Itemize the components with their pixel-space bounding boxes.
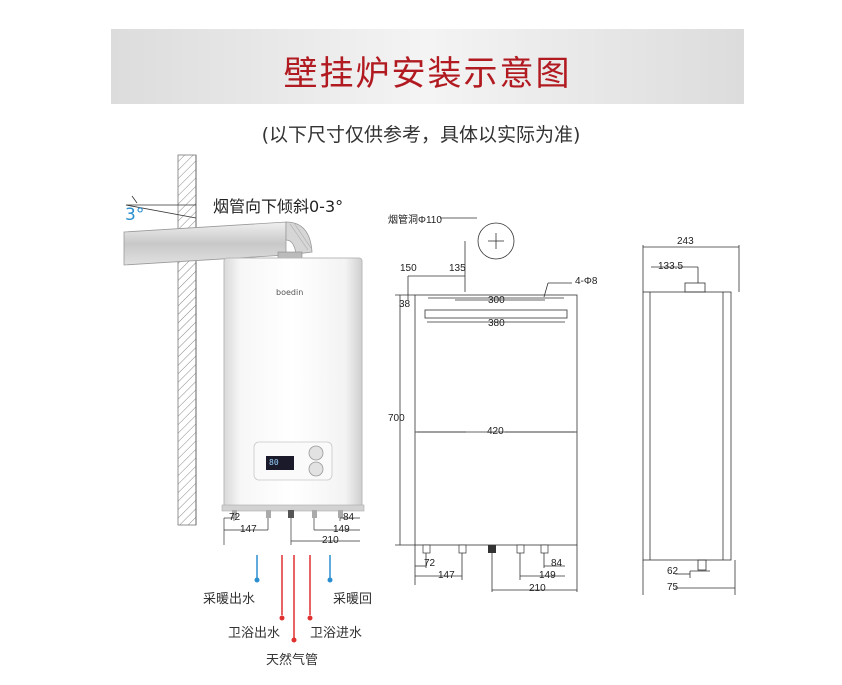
title-banner: 壁挂炉安装示意图	[111, 29, 744, 104]
dim-243: 243	[677, 236, 694, 247]
dim-149: 149	[333, 524, 350, 535]
flue-pipe	[123, 221, 313, 266]
boiler-illustration	[221, 257, 365, 518]
dim-135: 135	[449, 263, 466, 274]
dim-front-149: 149	[539, 570, 556, 581]
pipe-label-heating-out: 采暖出水	[203, 592, 256, 607]
dim-150: 150	[400, 263, 417, 274]
page-title: 壁挂炉安装示意图	[283, 54, 572, 94]
illustration-dimensions	[223, 517, 360, 545]
dim-front-147: 147	[438, 570, 455, 581]
front-view-drawing	[395, 217, 578, 592]
dim-72: 72	[229, 512, 241, 523]
dim-screw: 4-Φ8	[575, 276, 598, 287]
front-view-ports	[422, 544, 549, 554]
pipe-label-heating-return: 采暖回	[333, 592, 373, 607]
dim-75: 75	[667, 582, 679, 593]
dim-front-72: 72	[424, 558, 436, 569]
dim-84: 84	[343, 512, 355, 523]
flue-angle-label: 3°	[125, 205, 145, 225]
side-view-drawing	[642, 245, 740, 595]
dim-300: 300	[488, 295, 505, 306]
wall	[177, 154, 197, 526]
page-subtitle: (以下尺寸仅供参考，具体以实际为准)	[261, 124, 581, 146]
dim-700: 700	[388, 413, 405, 424]
flue-slope-note: 烟管向下倾斜0-3°	[213, 197, 344, 216]
dim-62: 62	[667, 566, 679, 577]
boiler-display: 80	[269, 458, 279, 467]
dim-380: 380	[488, 318, 505, 329]
dim-133-5: 133.5	[658, 261, 684, 272]
dim-420: 420	[487, 426, 504, 437]
brand-logo: boedin	[276, 288, 304, 297]
dim-147: 147	[240, 524, 257, 535]
pipe-label-bath-out: 卫浴出水	[228, 626, 281, 641]
flue-angle-guide	[125, 195, 197, 219]
pipe-label-bath-in: 卫浴进水	[310, 626, 363, 641]
dim-flue-hole: 烟管洞Φ110	[388, 215, 442, 226]
dim-38: 38	[399, 299, 411, 310]
pipe-indicators	[254, 555, 333, 643]
dim-front-210: 210	[529, 583, 546, 594]
dim-front-84: 84	[551, 558, 563, 569]
pipe-label-gas: 天然气管	[266, 653, 319, 668]
dim-210: 210	[322, 535, 339, 546]
